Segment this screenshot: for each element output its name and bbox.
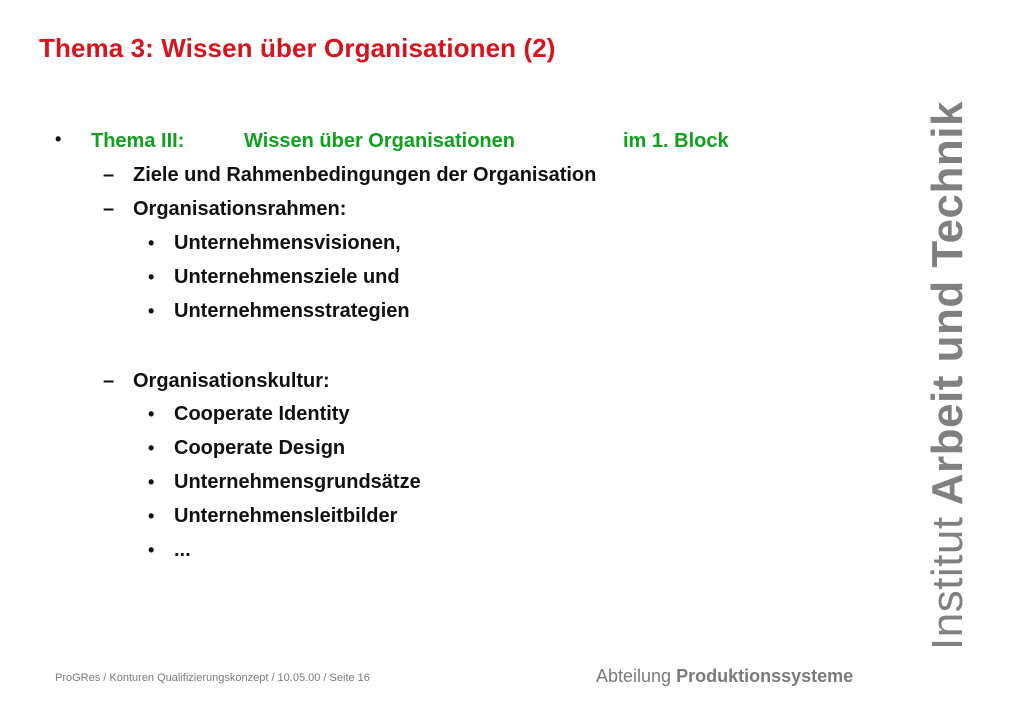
- dash-marker: –: [103, 370, 115, 392]
- bullet-marker: •: [148, 233, 155, 253]
- item-text: Cooperate Identity: [174, 403, 350, 425]
- topic-label: Thema III:: [91, 130, 185, 152]
- slide-title: Thema 3: Wissen über Organisationen (2): [39, 33, 556, 63]
- department-prefix: Abteilung: [596, 666, 672, 686]
- item-text: Unternehmensvisionen,: [174, 232, 401, 254]
- bullet-marker: •: [148, 267, 155, 287]
- dash-marker: –: [103, 164, 115, 186]
- bullet-marker: •: [148, 472, 155, 492]
- item-text: Organisationsrahmen:: [133, 198, 347, 220]
- item-text: Organisationskultur:: [133, 370, 330, 392]
- dash-marker: –: [103, 198, 115, 220]
- logo-name: Arbeit und Technik: [923, 101, 972, 506]
- footer-reference: ProGRes / Konturen Qualifizierungskonzep…: [55, 672, 370, 684]
- item-text: Unternehmensstrategien: [174, 300, 410, 322]
- topic-bullet: •: [55, 129, 62, 149]
- bullet-marker: •: [148, 404, 155, 424]
- item-text: Cooperate Design: [174, 437, 346, 459]
- bullet-marker: •: [148, 438, 155, 458]
- item-text: ...: [174, 539, 191, 561]
- bullet-marker: •: [148, 301, 155, 321]
- item-text: Unternehmensleitbilder: [174, 505, 398, 527]
- topic-subject: Wissen über Organisationen: [244, 130, 515, 152]
- bullet-marker: •: [148, 540, 155, 560]
- topic-block: im 1. Block: [623, 130, 729, 152]
- item-text: Unternehmensgrundsätze: [174, 471, 421, 493]
- footer-department: Abteilung Produktionssysteme: [596, 666, 853, 687]
- department-name: Produktionssysteme: [676, 666, 854, 686]
- institute-logo: Institut Arbeit und Technik: [922, 101, 974, 650]
- logo-prefix: Institut: [923, 516, 972, 650]
- item-text: Unternehmensziele und: [174, 266, 400, 288]
- item-text: Ziele und Rahmenbedingungen der Organisa…: [133, 164, 597, 186]
- bullet-marker: •: [148, 506, 155, 526]
